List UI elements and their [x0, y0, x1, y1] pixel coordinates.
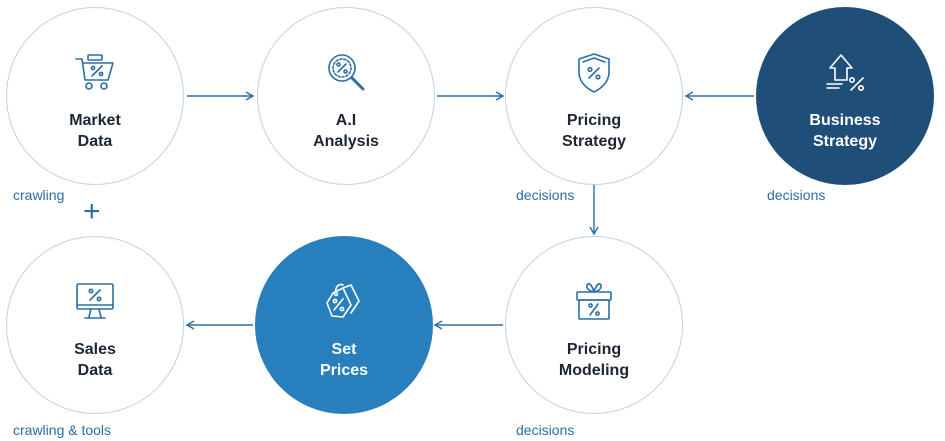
- node-ai-analysis: A.I Analysis: [257, 7, 435, 185]
- node-pricing-strategy: Pricing Strategy: [505, 7, 683, 185]
- node-label: Pricing Strategy: [561, 112, 627, 150]
- node-sales-data: Sales Data: [6, 236, 184, 414]
- node-label: Sales Data: [74, 341, 116, 379]
- node-business-strategy: Business Strategy: [756, 7, 934, 185]
- node-label: Set Prices: [319, 341, 369, 379]
- node-market-data: Market Data: [6, 7, 184, 185]
- node-label: Market Data: [69, 112, 121, 150]
- plus-icon: +: [83, 195, 101, 228]
- shield-percent-icon: [578, 53, 610, 93]
- node-label: Business Strategy: [809, 112, 881, 150]
- price-tags-percent-icon: [326, 283, 360, 318]
- node-label: A.I Analysis: [313, 112, 379, 150]
- monitor-percent-icon: [76, 283, 114, 319]
- caption-pricing-modeling: decisions: [516, 422, 575, 438]
- gift-box-percent-icon: [576, 283, 612, 320]
- caption-pricing-strategy: decisions: [516, 187, 575, 203]
- house-growth-percent-icon: [826, 54, 864, 91]
- magnifier-percent-icon: [328, 54, 365, 91]
- node-set-prices: Set Prices: [255, 236, 433, 414]
- shopping-cart-percent-icon: [75, 54, 114, 90]
- caption-sales-data: crawling & tools: [13, 422, 112, 438]
- node-pricing-modeling: Pricing Modeling: [505, 236, 683, 414]
- caption-market-data: crawling: [13, 187, 65, 203]
- caption-business-strategy: decisions: [767, 187, 826, 203]
- node-label: Pricing Modeling: [558, 341, 630, 379]
